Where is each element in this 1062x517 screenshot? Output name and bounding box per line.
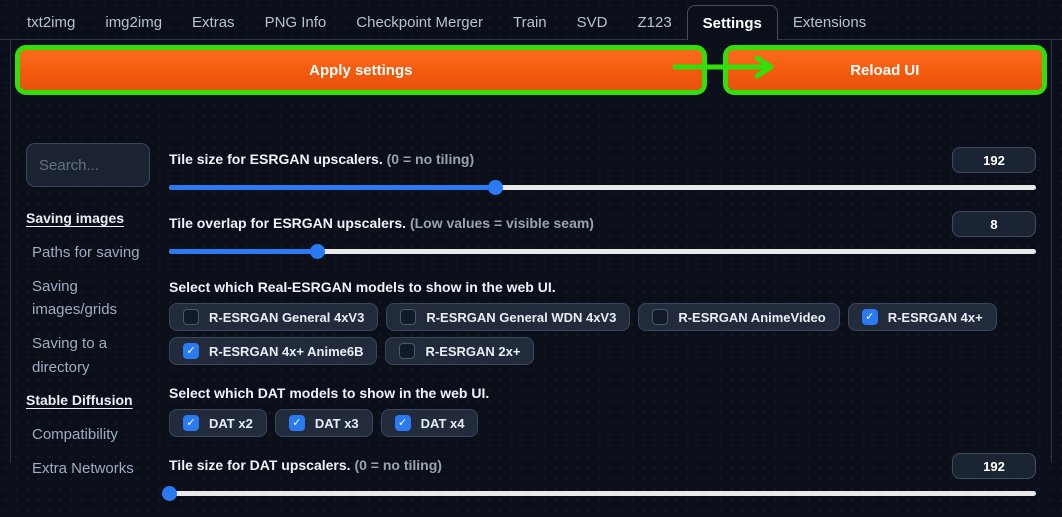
checkbox-icon[interactable]: ✓ xyxy=(183,343,199,359)
tab-extras[interactable]: Extras xyxy=(192,13,235,31)
setting-value-input[interactable]: 8 xyxy=(952,211,1036,237)
checkbox-icon[interactable] xyxy=(399,343,416,359)
setting-value-input[interactable]: 192 xyxy=(952,453,1036,479)
tab-txt2img[interactable]: txt2img xyxy=(27,13,76,31)
setting-value-input[interactable]: 192 xyxy=(952,147,1036,173)
tab-settings[interactable]: Settings xyxy=(686,5,778,40)
sidebar-item-extra-networks[interactable]: Extra Networks xyxy=(32,459,134,477)
sidebar-item-saving-images[interactable]: Saving images xyxy=(26,210,125,226)
slider-setting-row: Tile overlap for ESRGAN upscalers. (Low … xyxy=(169,211,1036,259)
search-input[interactable] xyxy=(26,143,150,187)
slider-knob[interactable] xyxy=(162,486,177,501)
reload-ui-highlight: Reload UI xyxy=(722,45,1047,95)
settings-main: Tile size for ESRGAN upscalers. (0 = no … xyxy=(162,143,1036,517)
checkbox-icon[interactable]: ✓ xyxy=(861,309,878,325)
checkbox-chip-dat-x3[interactable]: ✓ DAT x3 xyxy=(274,409,373,437)
tab-z123[interactable]: Z123 xyxy=(637,13,672,31)
setting-label: Tile size for DAT upscalers. (0 = no til… xyxy=(169,457,442,473)
slider-track[interactable] xyxy=(169,491,1036,496)
tab-svd[interactable]: SVD xyxy=(576,13,608,31)
tab-bar: txt2img img2img Extras PNG Info Checkpoint M… xyxy=(0,0,1062,40)
slider-knob[interactable] xyxy=(310,244,326,259)
setting-slider[interactable] xyxy=(169,180,1036,195)
checkbox-group-row: Select which DAT models to show in the w… xyxy=(169,381,1036,437)
checkbox-chip-r-esrgan-4x[interactable]: ✓ R-ESRGAN 4x+ xyxy=(847,303,997,331)
checkbox-group-row: Select which Real-ESRGAN models to show … xyxy=(169,275,1036,365)
checkbox-icon[interactable] xyxy=(400,309,417,325)
setting-hint: (Low values = visible seam) xyxy=(409,215,594,231)
checkbox-icon[interactable] xyxy=(652,309,669,325)
checkbox-icon[interactable] xyxy=(183,309,199,325)
checkbox-chip-dat-x4[interactable]: ✓ DAT x4 xyxy=(380,409,479,437)
checkbox-label: R-ESRGAN AnimeVideo xyxy=(678,309,826,325)
tab-checkpoint-merger[interactable]: Checkpoint Merger xyxy=(356,13,483,31)
tab-img2img[interactable]: img2img xyxy=(105,13,163,31)
checkbox-label: R-ESRGAN General WDN 4xV3 xyxy=(426,309,617,325)
checkbox-chip-r-esrgan-4x-anime6b[interactable]: ✓ R-ESRGAN 4x+ Anime6B xyxy=(169,337,378,365)
sidebar-item-saving-to-a-directory[interactable]: Saving to a directory xyxy=(32,335,108,376)
checkbox-chip-r-esrgan-general-4xv3[interactable]: R-ESRGAN General 4xV3 xyxy=(169,303,379,331)
checkbox-label: DAT x4 xyxy=(420,415,465,431)
setting-hint: (0 = no tiling) xyxy=(354,457,442,473)
reload-ui-button[interactable]: Reload UI xyxy=(727,50,1042,90)
checkbox-label: R-ESRGAN General 4xV3 xyxy=(209,309,365,325)
sidebar-item-paths-for-saving[interactable]: Paths for saving xyxy=(32,243,140,261)
checkbox-label: R-ESRGAN 2x+ xyxy=(425,343,521,359)
checkbox-chip-r-esrgan-general-wdn-4xv3[interactable]: R-ESRGAN General WDN 4xV3 xyxy=(386,303,631,331)
apply-settings-button[interactable]: Apply settings xyxy=(20,50,702,90)
checkbox-label: DAT x2 xyxy=(209,415,253,431)
checkbox-icon[interactable]: ✓ xyxy=(288,415,305,431)
checkbox-chips: ✓ DAT x2 ✓ DAT x3 ✓ DAT x4 xyxy=(169,409,1036,437)
checkbox-label: DAT x3 xyxy=(314,415,359,431)
setting-label: Tile overlap for ESRGAN upscalers. (Low … xyxy=(169,215,594,231)
sidebar-item-stable-diffusion[interactable]: Stable Diffusion xyxy=(26,391,133,408)
checkbox-icon[interactable]: ✓ xyxy=(394,415,411,431)
checkbox-chip-r-esrgan-2x[interactable]: R-ESRGAN 2x+ xyxy=(385,337,535,365)
checkbox-label: R-ESRGAN 4x+ Anime6B xyxy=(209,343,364,359)
slider-setting-row: Tile size for DAT upscalers. (0 = no til… xyxy=(162,453,1036,501)
slider-track[interactable] xyxy=(169,185,1036,190)
action-buttons-row: Apply settings Reload UI xyxy=(11,40,1051,95)
setting-slider[interactable] xyxy=(169,244,1036,259)
checkbox-label: R-ESRGAN 4x+ xyxy=(887,309,983,325)
apply-settings-highlight: Apply settings xyxy=(15,45,707,95)
setting-slider[interactable] xyxy=(162,486,1036,501)
setting-hint: (0 = no tiling) xyxy=(386,151,475,167)
checkbox-icon[interactable]: ✓ xyxy=(183,415,199,431)
slider-setting-row: Tile size for ESRGAN upscalers. (0 = no … xyxy=(169,147,1036,195)
content-frame: Apply settings Reload UI Saving imagesPa… xyxy=(10,40,1052,501)
checkbox-chip-r-esrgan-animevideo[interactable]: R-ESRGAN AnimeVideo xyxy=(638,303,840,331)
slider-track[interactable] xyxy=(169,249,1036,254)
tab-train[interactable]: Train xyxy=(513,13,547,31)
tab-extensions[interactable]: Extensions xyxy=(792,13,867,31)
slider-fill xyxy=(169,249,318,254)
sidebar-item-compatibility[interactable]: Compatibility xyxy=(32,425,118,443)
setting-label: Select which Real-ESRGAN models to show … xyxy=(169,279,556,295)
checkbox-chip-dat-x2[interactable]: ✓ DAT x2 xyxy=(169,409,267,437)
slider-fill xyxy=(169,185,495,190)
setting-label: Select which DAT models to show in the w… xyxy=(169,385,490,401)
checkbox-chips: R-ESRGAN General 4xV3 R-ESRGAN General W… xyxy=(169,303,1036,365)
slider-knob[interactable] xyxy=(487,180,503,195)
sidebar-item-saving-images-grids[interactable]: Saving images/grids xyxy=(32,277,118,319)
tab-png-info[interactable]: PNG Info xyxy=(264,13,327,31)
setting-label: Tile size for ESRGAN upscalers. (0 = no … xyxy=(169,151,475,167)
